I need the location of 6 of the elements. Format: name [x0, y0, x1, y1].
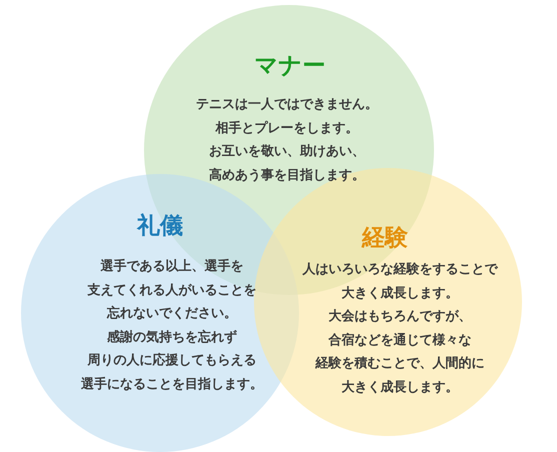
heading: 経験 [362, 224, 408, 253]
body-text: 人はいろいろな経験をすることで大きく成長します。大会はもちろんですが、合宿などを通じて様々な経験を積むことで、人間的に大きく成長します。 [302, 261, 498, 396]
body-text: テニスは一人ではできません。相手とプレーをします。お互いを敬い、助けあい、高めあう事を目指します。 [196, 96, 378, 184]
heading: マナー [254, 52, 326, 81]
heading: 礼儀 [137, 212, 183, 241]
body-text: 選手である以上、選手を支えてくれる人がいることを忘れないでください。感謝の気持ちを忘れず周りの人に応援してもらえる選手になることを目指します。 [81, 258, 263, 394]
